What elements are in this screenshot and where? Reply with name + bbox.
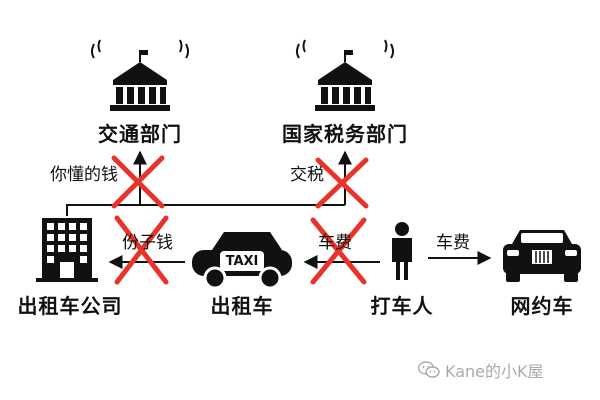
cross-mark [114, 215, 169, 285]
taxi-company-label: 出租车公司 [17, 294, 123, 318]
edge-label-commission: 份子钱 [122, 233, 173, 253]
edge-label-you-know-money: 你懂的钱 [50, 165, 118, 185]
watermark: Kane的小K屋 [418, 358, 544, 382]
wechat-icon [418, 361, 440, 378]
taxi-label: 出租车 [210, 294, 274, 318]
connector-lines [66, 185, 346, 216]
cross-mark [310, 217, 367, 285]
transport-dept-label: 交通部门 [98, 122, 182, 146]
edge-label-fare-to-taxi: 车费 [318, 233, 352, 253]
ride-hailing-label: 网约车 [510, 294, 574, 318]
cross-marks [111, 155, 369, 285]
transport-dept-icon [91, 39, 189, 111]
taxi-car-icon [192, 232, 292, 290]
cross-mark [111, 155, 165, 209]
passenger-label: 打车人 [370, 294, 434, 318]
passenger-person-icon [392, 222, 412, 280]
edge-label-pay-tax: 交税 [290, 165, 324, 185]
ride-hailing-car-icon [503, 230, 581, 282]
edge-label-fare-to-ride-hailing: 车费 [436, 233, 470, 253]
cross-mark [315, 157, 369, 209]
taxi-sign-text: TAXI [225, 254, 259, 269]
tax-dept-label: 国家税务部门 [282, 122, 408, 146]
tax-dept-icon [296, 39, 394, 111]
taxi-company-icon [36, 218, 98, 282]
watermark-text: Kane的小K屋 [445, 362, 544, 381]
